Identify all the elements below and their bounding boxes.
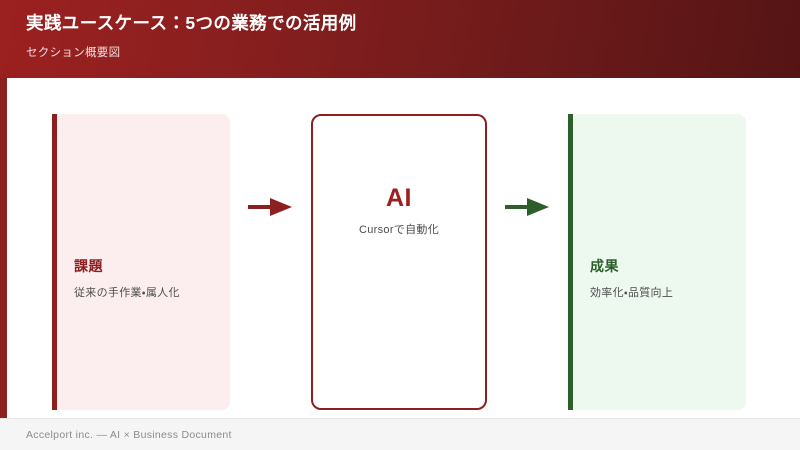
footer-text: Accelport inc. — AI × Business Document — [26, 428, 232, 441]
flow-diagram: 課題 従来の手作業・属人化 AI Cursorで自動化 — [52, 114, 746, 410]
stage-title-problem: 課題 — [74, 257, 103, 274]
slide-footer: Accelport inc. — AI × Business Document — [0, 418, 800, 450]
stage-accent-bar — [52, 114, 57, 410]
flow-stage-result: 成果 効率化・品質向上 — [568, 114, 746, 410]
page-title: 実践ユースケース：5つの業務での活用例 — [26, 13, 357, 33]
arrow-right-icon — [504, 198, 549, 216]
stage-accent-bar — [568, 114, 573, 410]
page-subtitle: セクション概要図 — [26, 46, 121, 59]
stage-subtitle-result: 効率化・品質向上 — [590, 286, 674, 299]
slide-header: 実践ユースケース：5つの業務での活用例 セクション概要図 — [0, 0, 800, 78]
connector-ai-to-result — [487, 114, 568, 410]
slide-body: 課題 従来の手作業・属人化 AI Cursorで自動化 — [0, 78, 800, 418]
connector-problem-to-ai — [230, 114, 311, 410]
arrow-right-icon — [247, 198, 292, 216]
stage-title-ai: AI — [386, 183, 412, 212]
left-edge-accent-bar — [0, 78, 7, 418]
flow-stage-problem: 課題 従来の手作業・属人化 — [52, 114, 230, 410]
stage-subtitle-ai: Cursorで自動化 — [358, 223, 439, 236]
stage-subtitle-problem: 従来の手作業・属人化 — [74, 286, 180, 299]
stage-title-result: 成果 — [590, 257, 619, 274]
flow-stage-ai: AI Cursorで自動化 — [311, 114, 487, 410]
